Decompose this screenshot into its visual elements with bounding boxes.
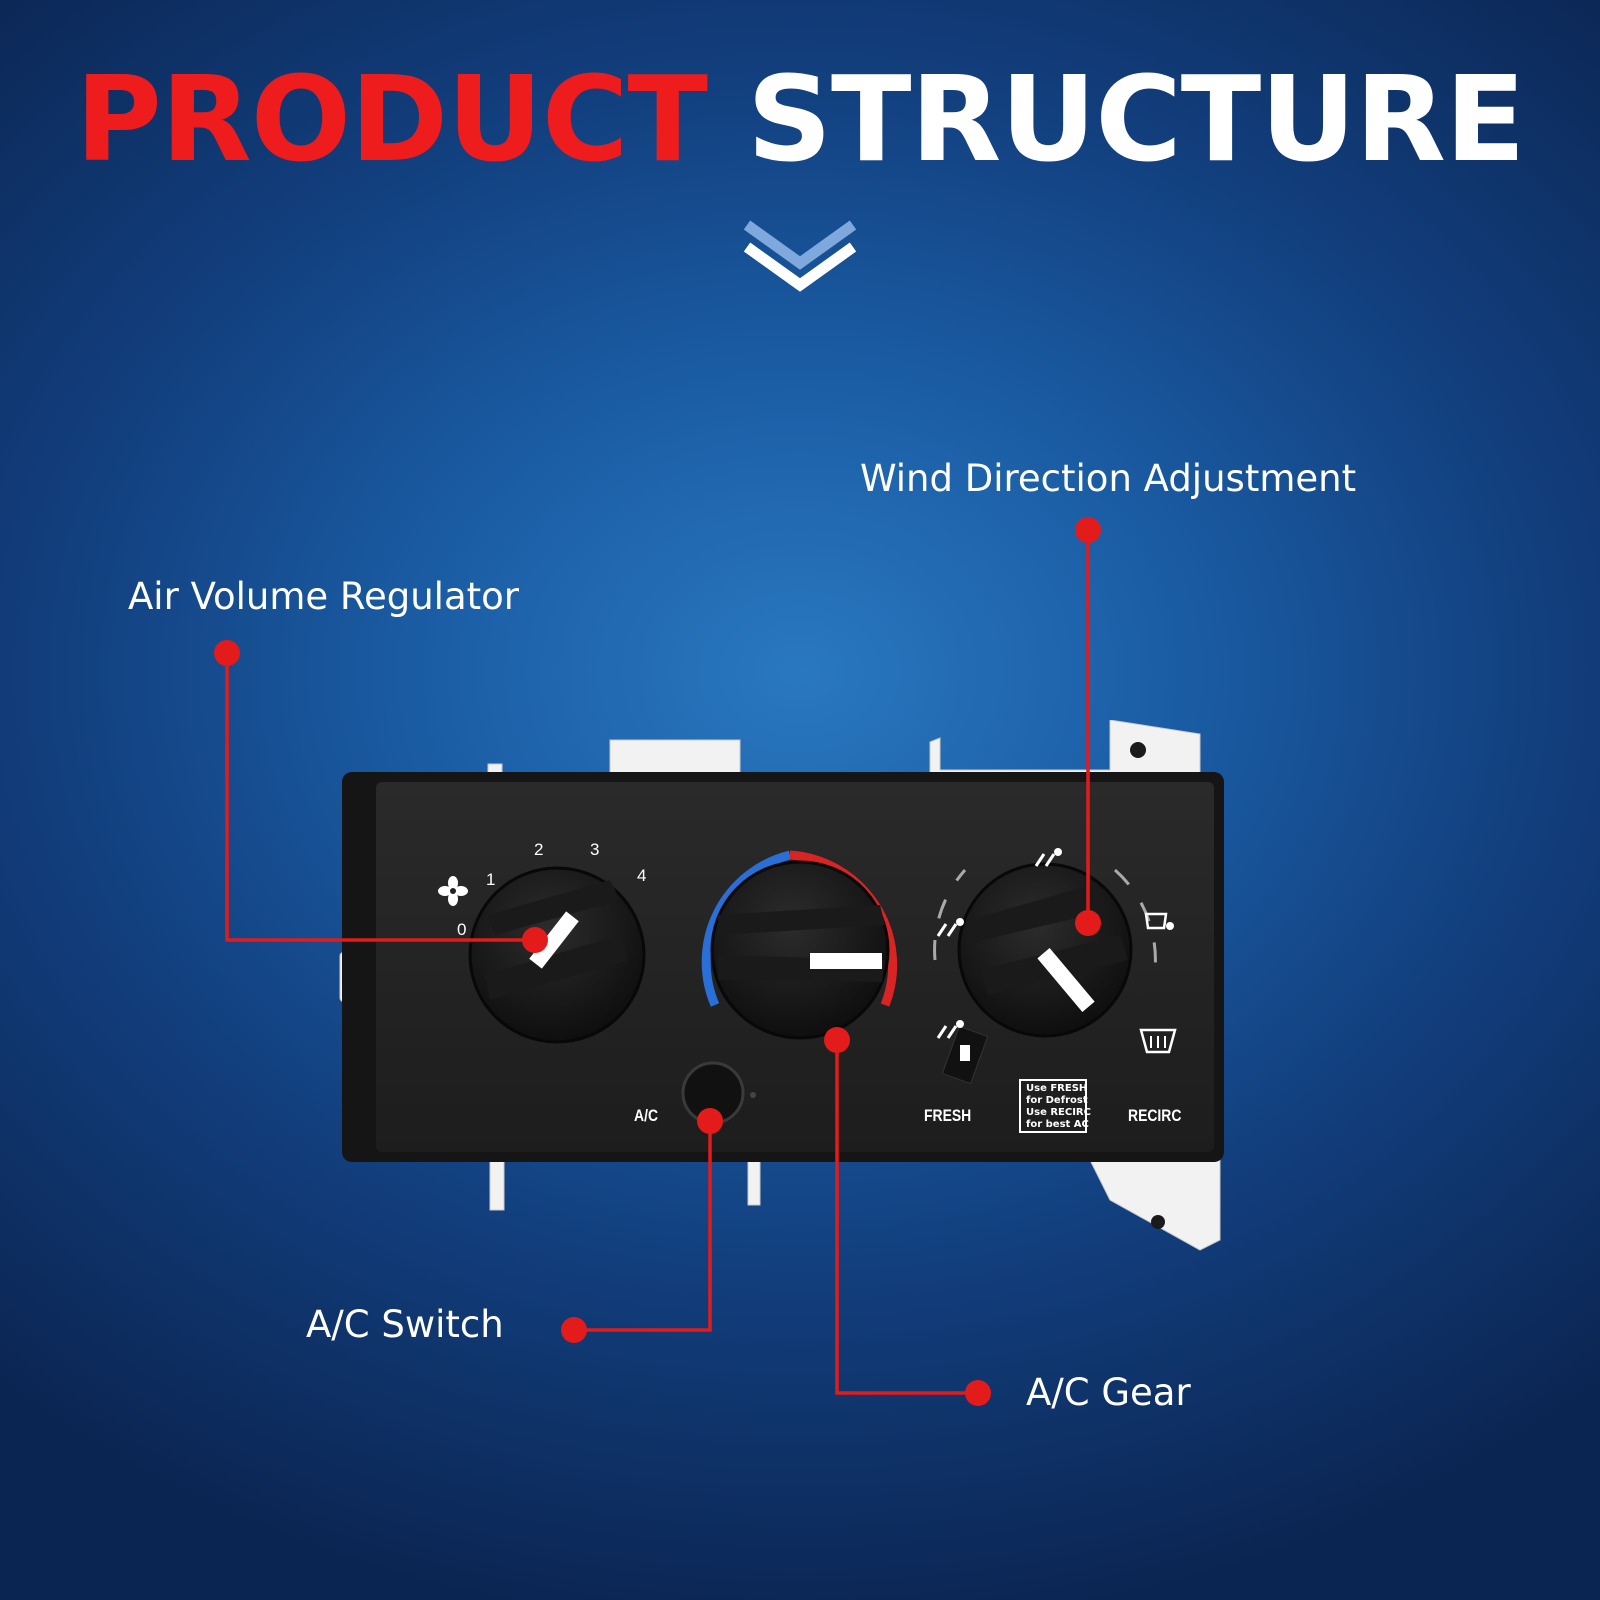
recirc-label: RECIRC xyxy=(1128,1106,1182,1125)
fresh-label: FRESH xyxy=(924,1106,972,1125)
callout-ac-switch: A/C Switch xyxy=(306,1303,504,1346)
page-title: PRODUCT STRUCTURE xyxy=(0,60,1600,178)
ac-control-panel xyxy=(339,720,1224,1251)
fan-speed-knob xyxy=(468,866,646,1044)
face-vent-icon xyxy=(1034,848,1062,867)
fan-speed-4: 4 xyxy=(637,866,647,885)
double-chevron-down-icon xyxy=(743,220,857,292)
callout-ac-gear: A/C Gear xyxy=(1026,1371,1191,1414)
fan-speed-1: 1 xyxy=(486,870,496,889)
fan-icon xyxy=(438,876,468,906)
defrost-icon xyxy=(1139,1028,1177,1054)
ac-label: A/C xyxy=(634,1106,659,1125)
title-white-word: STRUCTURE xyxy=(747,50,1526,188)
callout-air-volume: Air Volume Regulator xyxy=(128,575,519,618)
temperature-knob xyxy=(701,850,898,1040)
callout-wind-direction: Wind Direction Adjustment xyxy=(860,457,1357,500)
bi-level-vent-icon xyxy=(936,918,964,937)
fresh-recirc-sticker: Use FRESH for Defrost Use RECIRC for bes… xyxy=(1026,1083,1091,1130)
floor-vent-icon xyxy=(936,1020,964,1039)
fan-speed-3: 3 xyxy=(590,840,600,859)
title-red-word: PRODUCT xyxy=(75,50,708,188)
fan-speed-0: 0 xyxy=(457,920,467,939)
floor-defrost-icon xyxy=(1144,912,1174,930)
fan-speed-2: 2 xyxy=(534,840,544,859)
